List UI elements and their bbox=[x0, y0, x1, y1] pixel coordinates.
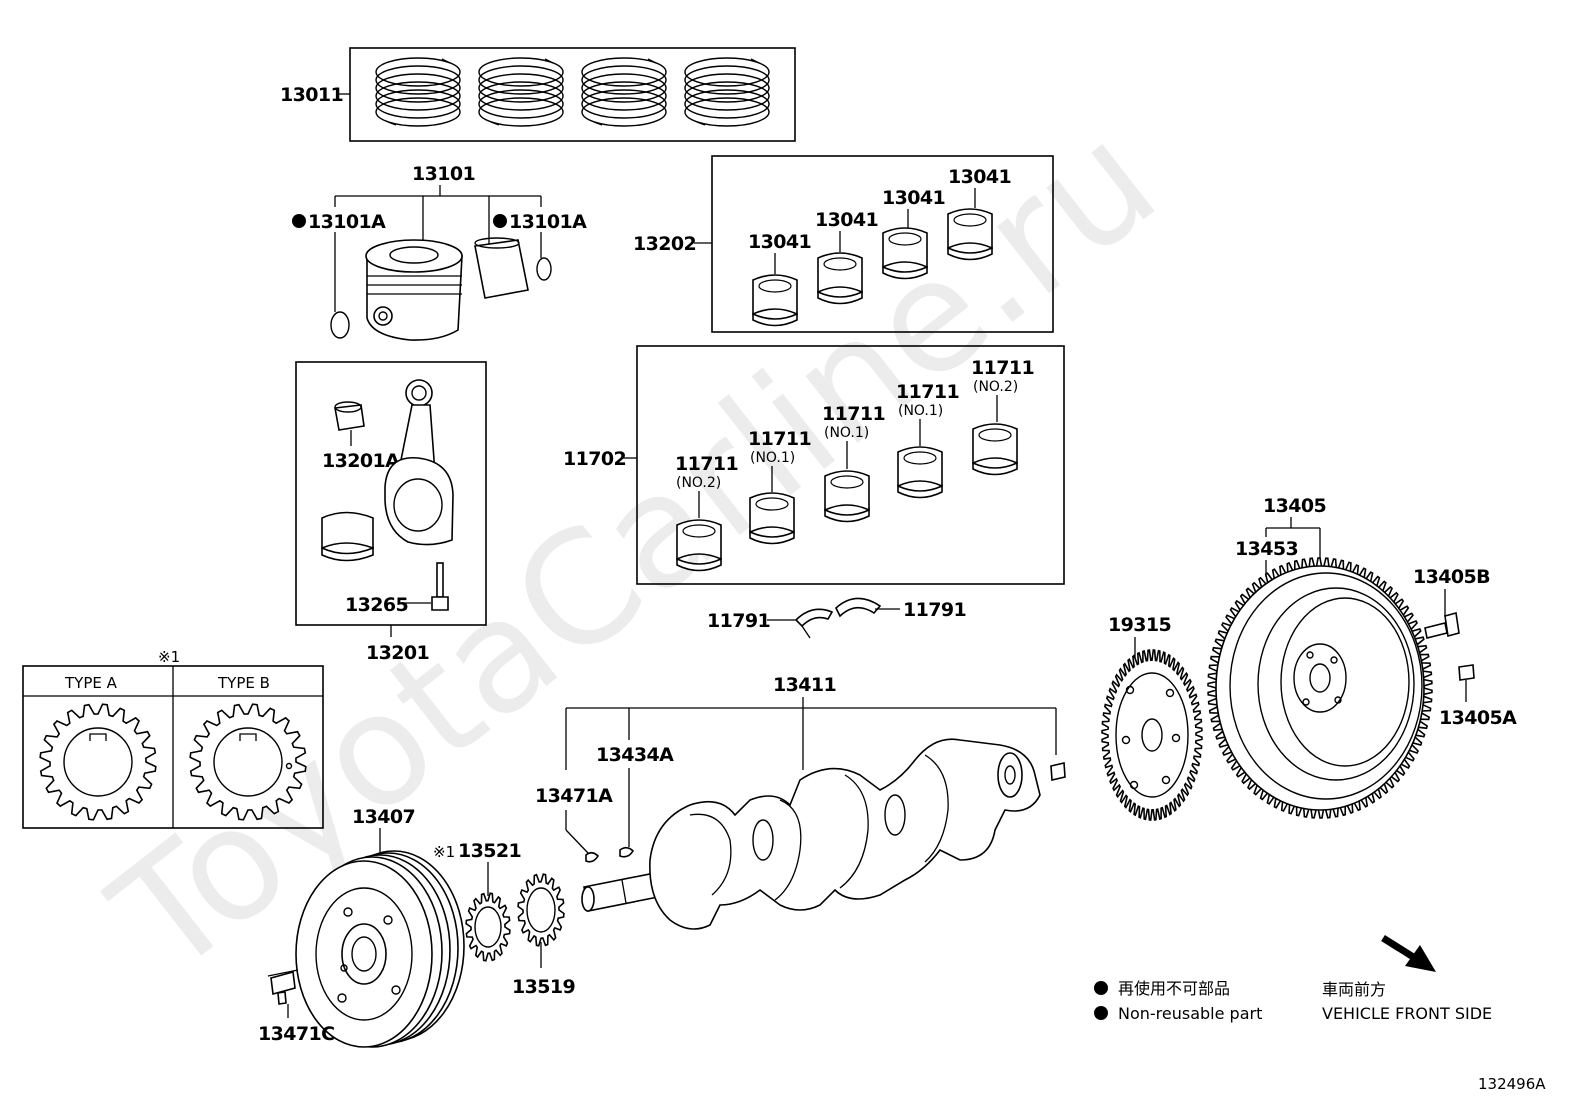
label-no1-d: (NO.1) bbox=[898, 403, 943, 419]
flywheel-dowel-pin[interactable]: 13405A bbox=[1439, 664, 1518, 729]
piston-assembly[interactable]: 13101 13101A 13101A bbox=[292, 163, 588, 341]
label-13471A: 13471A bbox=[535, 785, 613, 807]
svg-text:ToyotaCarline.ru: ToyotaCarline.ru bbox=[81, 89, 1189, 1010]
label-11711-c: 11711 bbox=[822, 403, 885, 425]
sprocket-type-b bbox=[189, 703, 307, 821]
crankshaft[interactable]: 13411 13434A 13471A bbox=[535, 674, 1066, 930]
connecting-rod-bearing-set[interactable]: 13202 13041 13041 13041 13041 bbox=[633, 155, 1054, 333]
type-b-label: TYPE B bbox=[217, 674, 270, 692]
label-no1-b: (NO.1) bbox=[750, 450, 795, 466]
label-13265: 13265 bbox=[345, 594, 408, 616]
label-13405A: 13405A bbox=[1439, 707, 1517, 729]
label-13411: 13411 bbox=[773, 674, 836, 696]
label-11702: 11702 bbox=[563, 448, 626, 470]
label-13453: 13453 bbox=[1235, 538, 1298, 560]
label-13201A: 13201A bbox=[322, 450, 400, 472]
label-13201: 13201 bbox=[366, 642, 429, 664]
label-13407: 13407 bbox=[352, 806, 415, 828]
note-mark-2: ※1 bbox=[433, 843, 455, 861]
label-13519: 13519 bbox=[512, 976, 575, 998]
label-13011: 13011 bbox=[280, 84, 343, 106]
snap-ring-right bbox=[536, 257, 552, 281]
label-13101A-left: 13101A bbox=[308, 211, 386, 233]
piston-pin bbox=[474, 239, 529, 299]
timing-sprocket[interactable]: 13519 bbox=[512, 873, 576, 998]
crankshaft-pulley[interactable]: 13407 bbox=[295, 806, 465, 1048]
label-11791-right: 11791 bbox=[903, 599, 966, 621]
legend-front-jp: 車両前方 bbox=[1322, 980, 1386, 999]
legend-front-en: VEHICLE FRONT SIDE bbox=[1322, 1004, 1492, 1023]
watermark: ToyotaCarline.ru bbox=[81, 89, 1189, 1010]
sprocket-type-table: ※1 TYPE A TYPE B bbox=[22, 648, 324, 829]
label-13101A-right: 13101A bbox=[509, 211, 587, 233]
label-13041-d: 13041 bbox=[948, 166, 1011, 188]
timing-rotor-plate[interactable]: 19315 bbox=[1101, 614, 1203, 821]
connecting-rod-assembly[interactable]: 13201A 13265 13201 bbox=[295, 361, 487, 664]
label-11711-e: 11711 bbox=[971, 357, 1034, 379]
non-reusable-bullet bbox=[292, 214, 306, 228]
flywheel-bolt[interactable]: 13405B bbox=[1413, 566, 1491, 639]
piston-ring-set[interactable]: 13011 bbox=[280, 47, 796, 142]
type-a-label: TYPE A bbox=[64, 674, 118, 692]
label-13405B: 13405B bbox=[1413, 566, 1490, 588]
label-13041-c: 13041 bbox=[882, 187, 945, 209]
label-19315: 19315 bbox=[1108, 614, 1171, 636]
label-no2-a: (NO.2) bbox=[676, 475, 721, 491]
label-no1-c: (NO.1) bbox=[824, 425, 869, 441]
label-no2-e: (NO.2) bbox=[973, 379, 1018, 395]
label-13101: 13101 bbox=[412, 163, 475, 185]
label-11711-d: 11711 bbox=[896, 381, 959, 403]
crank-timing-gear[interactable]: ※1 13521 bbox=[433, 840, 522, 962]
legend-non-reusable-en: Non-reusable part bbox=[1118, 1004, 1262, 1023]
legend-bullet-jp bbox=[1094, 981, 1108, 995]
label-11791-left: 11791 bbox=[707, 610, 770, 632]
legend: 再使用不可部品 Non-reusable part 車両前方 VEHICLE F… bbox=[1094, 935, 1492, 1023]
sprocket-type-a bbox=[39, 703, 157, 821]
label-13202: 13202 bbox=[633, 233, 696, 255]
legend-non-reusable-jp: 再使用不可部品 bbox=[1118, 979, 1230, 998]
label-13521: 13521 bbox=[458, 840, 521, 862]
label-13405: 13405 bbox=[1263, 495, 1326, 517]
label-11711-b: 11711 bbox=[748, 428, 811, 450]
label-11711-a: 11711 bbox=[675, 453, 738, 475]
label-13471C: 13471C bbox=[258, 1023, 334, 1045]
label-13041-a: 13041 bbox=[748, 231, 811, 253]
figure-id: 132496A bbox=[1478, 1075, 1546, 1093]
label-13041-b: 13041 bbox=[815, 209, 878, 231]
label-13434A: 13434A bbox=[596, 744, 674, 766]
thrust-washers[interactable]: 11791 11791 bbox=[707, 597, 967, 639]
crankshaft-bearing-set[interactable]: 11702 11711 (NO.2) 11711 (NO.1) 11711 (N… bbox=[563, 345, 1065, 585]
snap-ring-left bbox=[330, 311, 350, 339]
front-direction-arrow-icon bbox=[1381, 935, 1436, 972]
pulley-bolt[interactable]: 13471C bbox=[258, 969, 335, 1045]
non-reusable-bullet bbox=[493, 214, 507, 228]
legend-bullet-en bbox=[1094, 1006, 1108, 1020]
note-mark: ※1 bbox=[158, 648, 180, 666]
flywheel-assembly[interactable]: 13405 13453 bbox=[1207, 495, 1433, 819]
